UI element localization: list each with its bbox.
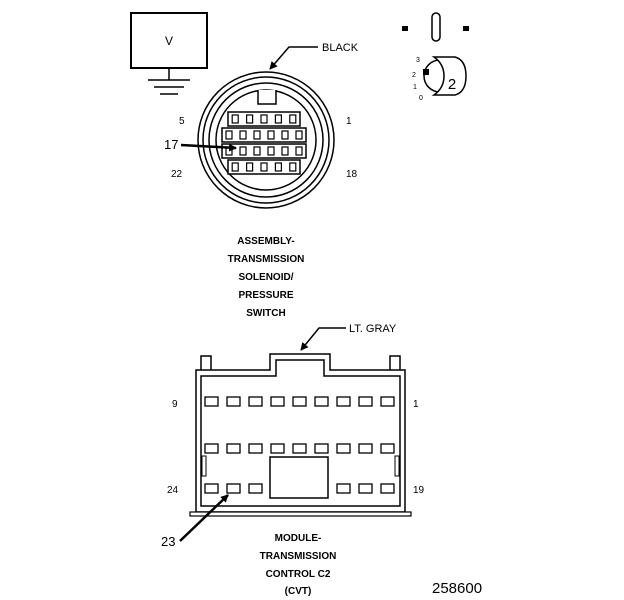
rect-pin-cavity [336, 396, 351, 407]
round-pin-cavity [231, 114, 239, 124]
round-pin-cavity [246, 114, 254, 124]
lt-gray-leader-arrow [300, 327, 346, 351]
rect-pin-cavity [292, 396, 307, 407]
rect-pin-cavity [314, 443, 329, 454]
voltmeter-label: V [165, 34, 173, 48]
top-title-line-4: PRESSURE [238, 290, 293, 301]
round-pin-cavity [274, 114, 282, 124]
bottom-title-line-4: (CVT) [285, 586, 312, 597]
round-pin-cavity [274, 162, 282, 172]
black-color-label: BLACK [322, 42, 359, 54]
round-pin-cavity [253, 130, 261, 140]
round-pin-cavity [253, 146, 261, 156]
bottom-title-line-3: CONTROL C2 [266, 569, 331, 580]
round-pin-cavity [239, 146, 247, 156]
rect-pin-cavity [270, 443, 285, 454]
voltmeter: V [130, 12, 208, 80]
probe-scale-0: 0 [419, 95, 423, 102]
rect-pin-label-9: 9 [172, 399, 178, 410]
round-pin-cavity [295, 146, 303, 156]
top-title-line-5: SWITCH [246, 308, 285, 319]
probe-scale-1: 1 [413, 84, 417, 91]
round-pin-cavity [267, 146, 275, 156]
round-pin-label-18: 18 [346, 169, 358, 180]
bottom-title-line-2: TRANSMISSION [260, 551, 337, 562]
rect-pin-cavity [336, 483, 351, 494]
bottom-connector-title: MODULE- TRANSMISSION CONTROL C2 (CVT) [260, 533, 337, 597]
probe-scale-3: 3 [416, 57, 420, 64]
round-pin-cavity [267, 130, 275, 140]
rect-pin-cavity [358, 396, 373, 407]
round-pin-label-5: 5 [179, 116, 185, 127]
rect-pin-cavity [380, 396, 395, 407]
round-pin-cavity [260, 162, 268, 172]
figure-number: 258600 [432, 580, 482, 597]
top-title-line-3: SOLENOID/ [238, 272, 293, 283]
round-pin-label-22: 22 [171, 169, 183, 180]
rect-pin-cavity [226, 443, 241, 454]
rect-pin-cavity [380, 443, 395, 454]
rect-pin-cavity [204, 396, 219, 407]
rect-pin-label-19: 19 [413, 485, 425, 496]
round-pin-cavity [281, 130, 289, 140]
rect-pin-cavity [248, 443, 263, 454]
callout-23-arrow [179, 494, 229, 542]
rect-pin-cavity [204, 443, 219, 454]
round-pin-cavity [231, 162, 239, 172]
round-pin-cavity [260, 114, 268, 124]
round-connector [197, 71, 335, 209]
probe-scale-2: 2 [412, 72, 416, 79]
rect-pin-cavity [270, 396, 285, 407]
round-pin-cavity [246, 162, 254, 172]
top-title-line-1: ASSEMBLY- [237, 236, 294, 247]
probe-tool-icon: 2 3 2 1 0 [402, 12, 469, 102]
top-connector-title: ASSEMBLY- TRANSMISSION SOLENOID/ PRESSUR… [228, 236, 305, 319]
round-pin-label-1: 1 [346, 116, 352, 127]
rect-pin-cavity [248, 396, 263, 407]
rect-pin-cavity [380, 483, 395, 494]
callout-23: 23 [161, 534, 175, 549]
rect-pin-label-24: 24 [167, 485, 179, 496]
rect-pin-cavity [336, 443, 351, 454]
rect-pin-cavity [314, 396, 329, 407]
bottom-title-line-1: MODULE- [275, 533, 322, 544]
round-pin-cavity [281, 146, 289, 156]
round-pin-cavity [295, 130, 303, 140]
callout-17: 17 [164, 137, 178, 152]
ground-symbol-icon [148, 79, 190, 95]
callout-17-arrow [180, 143, 237, 152]
round-pin-cavity [225, 130, 233, 140]
round-pin-cavity [289, 114, 297, 124]
rectangular-connector [189, 353, 412, 517]
probe-number: 2 [448, 76, 456, 93]
round-pin-cavity [239, 130, 247, 140]
rect-pin-cavity [226, 483, 241, 494]
rect-pin-label-1: 1 [413, 399, 419, 410]
top-title-line-2: TRANSMISSION [228, 254, 305, 265]
rect-pin-cavity [358, 483, 373, 494]
round-pin-cavity [289, 162, 297, 172]
black-leader-arrow [269, 46, 318, 70]
rect-pin-cavity [358, 443, 373, 454]
rect-pin-cavity [292, 443, 307, 454]
lt-gray-color-label: LT. GRAY [349, 323, 397, 335]
rect-pin-cavity [248, 483, 263, 494]
rect-pin-cavity [226, 396, 241, 407]
rect-pin-cavity [204, 483, 219, 494]
